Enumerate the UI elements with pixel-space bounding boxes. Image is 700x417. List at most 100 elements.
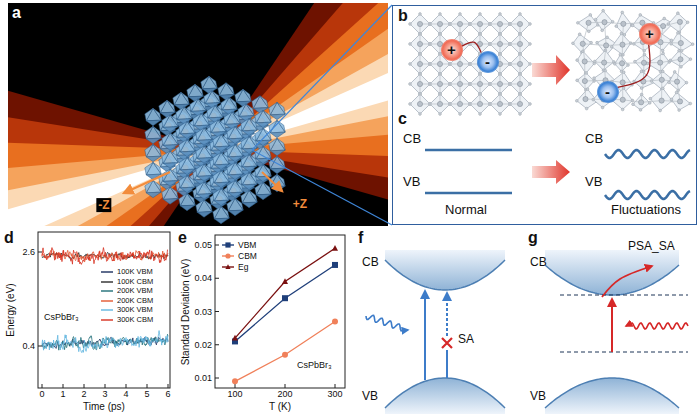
panel-letter: b [398,7,408,24]
text-holder: CB [585,132,603,147]
tick-mark [38,252,42,253]
metal-atom [517,41,522,46]
octahedron-face [162,151,170,163]
legend-text: 100K VBM [117,268,153,276]
octahedron-face [187,84,195,96]
tick-label: 0 [39,389,44,399]
halide-atom [529,103,532,106]
trace-group [42,248,168,353]
halide-atom [659,109,662,112]
text-holder: T (K) [269,401,291,413]
conduction-band [385,250,505,290]
octahedron-face [228,210,243,216]
laser-illustration [8,3,388,226]
text-holder: 4 [123,389,128,399]
valence-band [545,378,679,414]
energy-trace [42,248,168,265]
octahedron-face [228,138,243,144]
metal-atom [517,21,522,26]
tick-label: 200 [277,389,292,399]
octahedron-face [187,139,195,151]
halide-atom [576,79,579,82]
octahedron-face [196,128,204,140]
tick-mark [168,384,169,388]
band-edge-wavy [605,150,690,158]
metal-atom [517,101,522,106]
text-holder: 0.03 [194,306,212,316]
bond [661,80,662,101]
legend-sample [221,252,235,260]
band-label: CB [585,131,603,146]
metal-atom [457,81,462,86]
axis-title: T (K) [269,401,291,412]
metal-atom [497,41,502,46]
octahedron-face [195,84,203,96]
octahedron-face [179,175,187,187]
halide-atom [631,24,634,27]
panel-letter: g [528,229,538,246]
octahedron-face [187,121,195,133]
octahedron-face [197,194,212,200]
charge-sign: - [605,84,610,99]
octahedron-face [153,144,161,156]
text-holder: 100 [227,389,242,399]
text-holder: 0.04 [194,273,212,283]
octahedron-face [163,127,178,133]
tick-label: 0.01 [194,373,212,383]
bond [641,81,643,102]
octahedron-face [163,181,178,187]
bond [584,61,585,81]
bond [420,64,440,65]
octahedron-face [170,133,178,145]
octahedron-face [197,212,212,218]
bond [440,24,460,25]
metal-atom [619,61,624,66]
legend-item: 100K VBM [100,268,153,276]
legend-sample [100,306,114,314]
series-line [235,248,335,338]
circle-marker [225,254,230,259]
metal-atom [586,20,591,25]
halide-atom [606,36,609,39]
octahedron-face [146,138,161,144]
legend-item: 300K VBM [100,306,153,314]
text-holder: g [528,229,538,247]
metal-atom [457,61,462,66]
octahedron-face [252,96,260,108]
block-cross [442,338,452,348]
tick-mark [84,384,85,388]
halide-atom [621,108,624,111]
octahedron-face [179,157,187,169]
text-holder: CB [530,256,547,270]
process-label: SA [458,332,474,346]
octahedron-face [204,200,212,212]
data-series [232,262,338,344]
octahedron-face [153,162,161,174]
metal-atom [678,57,683,62]
tick-label: 2.6 [22,247,35,257]
halide-atom [601,29,604,32]
bond [460,24,461,44]
octahedron-face [277,102,285,114]
square-marker [282,295,288,301]
legend-item: Eg [221,263,248,272]
octahedron-face [162,115,170,127]
bond [520,84,521,104]
legend-sample [221,263,235,271]
halide-atom [640,70,643,73]
triangle-marker [332,245,338,251]
halide-atom [519,13,522,16]
octahedron-face [209,76,217,88]
octahedron-face [204,128,212,140]
octahedron-face [162,133,170,145]
bond [679,22,681,43]
bond [583,23,589,44]
octahedron-face [146,192,161,198]
square-marker [332,262,338,268]
halide-atom [639,108,642,111]
square-marker [225,243,230,248]
halide-atom [439,13,442,16]
octahedron-face [270,168,285,174]
metal-atom [620,80,625,85]
halide-atom [594,18,597,21]
